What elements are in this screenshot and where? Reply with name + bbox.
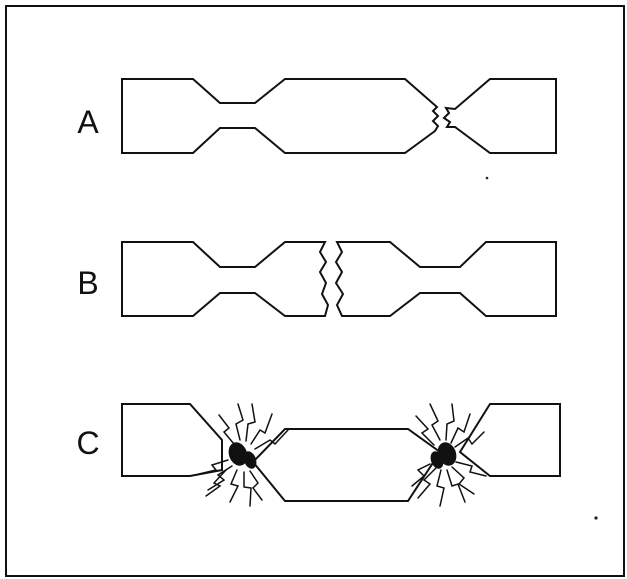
specimen-a-right-piece [442, 78, 557, 154]
specimen-c-middle-piece [251, 428, 442, 502]
specimen-b [121, 241, 557, 317]
specimen-a-left-piece [121, 78, 440, 154]
specimen-c [121, 403, 561, 507]
specimen-b-right-piece [334, 241, 557, 317]
row-label-a: A [77, 104, 99, 140]
row-label-c: C [76, 425, 99, 461]
row-label-b: B [77, 265, 98, 301]
scan-speck [594, 516, 598, 520]
scan-speck [485, 176, 489, 180]
specimen-c-right-piece [458, 403, 561, 477]
specimen-b-left-piece [121, 241, 330, 317]
figure-frame [5, 5, 625, 577]
specimen-c-right-fracture [411, 403, 487, 507]
specimen-c-left-fracture [198, 403, 289, 507]
specimen-a [121, 78, 557, 154]
specimen-c-left-piece [121, 403, 223, 477]
